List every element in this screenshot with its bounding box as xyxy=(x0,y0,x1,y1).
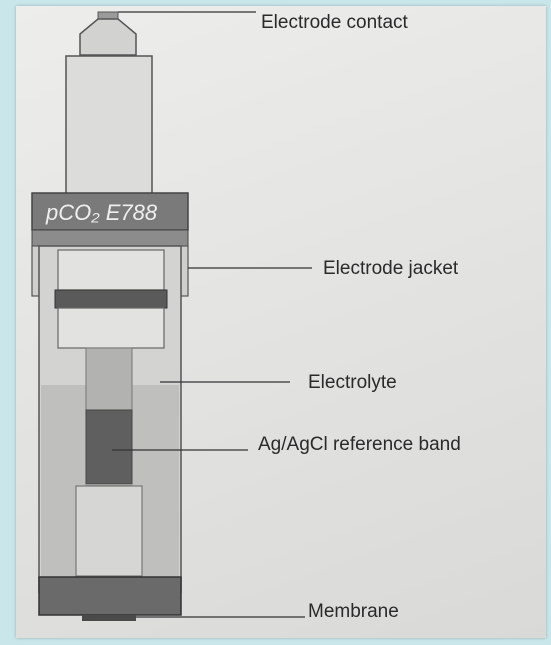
membrane-tip xyxy=(82,615,136,621)
inner-ring-bottom xyxy=(57,307,165,349)
contact-tip xyxy=(97,11,119,20)
label-band xyxy=(31,192,189,231)
label-electrode-jacket: Electrode jacket xyxy=(323,258,459,279)
label-electrolyte: Electrolyte xyxy=(308,372,397,393)
label-electrode-contact: Electrode contact xyxy=(261,12,408,33)
label-reference-band: Ag/AgCl reference band xyxy=(258,434,461,455)
o-ring xyxy=(54,289,168,309)
rod-upper xyxy=(85,347,133,411)
device-text: pCO₂ E788 xyxy=(45,200,158,225)
lower-band xyxy=(31,229,189,247)
membrane-cap xyxy=(38,576,182,616)
reference-band-shape xyxy=(85,409,133,485)
upper-body xyxy=(65,55,153,195)
inner-ring-top xyxy=(57,249,165,291)
contact-cone xyxy=(79,18,137,56)
label-membrane: Membrane xyxy=(308,601,399,622)
rod-base xyxy=(75,485,143,577)
